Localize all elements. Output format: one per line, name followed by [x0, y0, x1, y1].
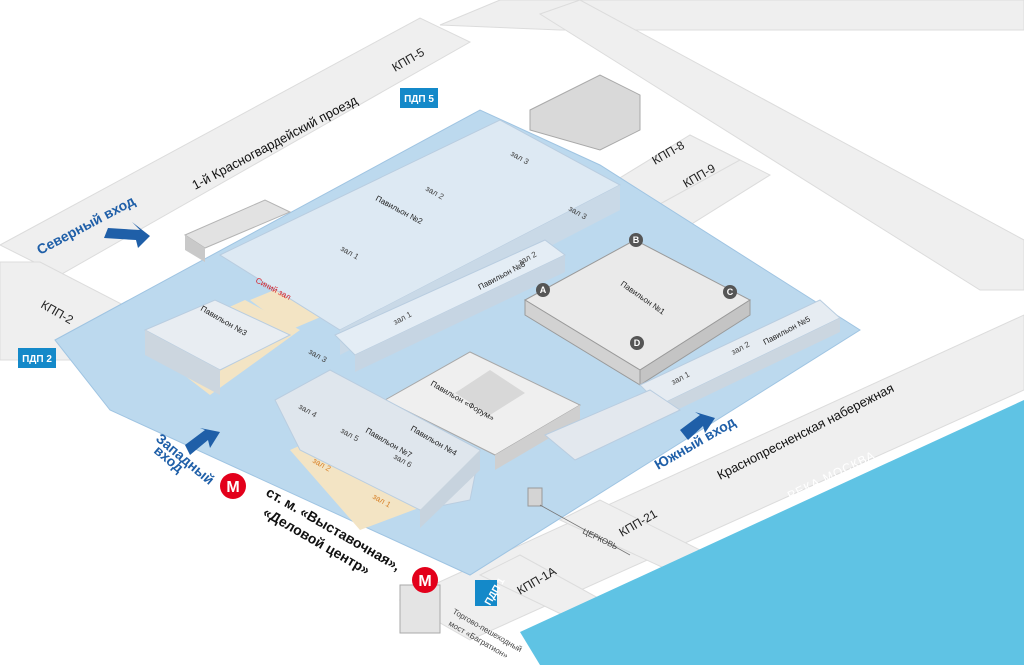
corner-a: A — [540, 285, 547, 295]
pavilion-1-side-right — [639, 299, 751, 386]
metro-m-icon — [412, 567, 438, 593]
pdp-5-label: ПДП 5 — [404, 94, 434, 105]
metro-top: M — [220, 473, 246, 499]
pavilion-1-building — [523, 239, 751, 386]
west-entrance-arrow — [185, 428, 220, 455]
forum-center — [455, 370, 525, 415]
church-leader-line — [539, 504, 631, 556]
corner-a-marker — [536, 283, 550, 297]
corner-b-marker — [629, 233, 643, 247]
pdp-2-badge — [18, 348, 56, 368]
metro-m-glyph: M — [418, 573, 431, 590]
pavilion-4-7-front — [420, 450, 480, 528]
corner-c: C — [727, 287, 734, 297]
corner-d: D — [634, 338, 641, 348]
pavilion-1-corners: A B C D — [536, 233, 737, 350]
road-top-right — [439, 0, 1024, 31]
corner-b: B — [633, 235, 640, 245]
nw-building-front — [185, 235, 205, 262]
bridge-rotunda — [399, 584, 441, 634]
river-moskva — [520, 400, 1024, 665]
pavilion-3-front — [145, 330, 220, 395]
south-entrance-building — [544, 389, 682, 461]
corner-d-marker — [630, 336, 644, 350]
pdp-1-badge — [475, 580, 497, 606]
forum-building — [383, 351, 582, 470]
forum-front — [495, 405, 580, 470]
pavilion-3 — [143, 299, 292, 371]
ne-building — [529, 74, 641, 151]
pdp-5-badge — [400, 88, 438, 108]
pavilion-8-front — [355, 255, 565, 372]
pdp-2-label: ПДП 2 — [22, 354, 52, 365]
road-east — [538, 0, 1024, 291]
pavilion-4-7-cluster — [274, 369, 481, 511]
metro-bottom: M — [412, 567, 438, 593]
church-building — [527, 487, 543, 507]
corner-c-marker — [723, 285, 737, 299]
pavilion-5-front — [660, 318, 840, 418]
metro-m-glyph: M — [226, 479, 239, 496]
road-embankment — [398, 314, 1024, 641]
site-ground — [54, 109, 861, 576]
north-entrance-arrow — [104, 222, 150, 248]
metro-m-icon — [220, 473, 246, 499]
south-entrance-arrow — [680, 412, 715, 440]
